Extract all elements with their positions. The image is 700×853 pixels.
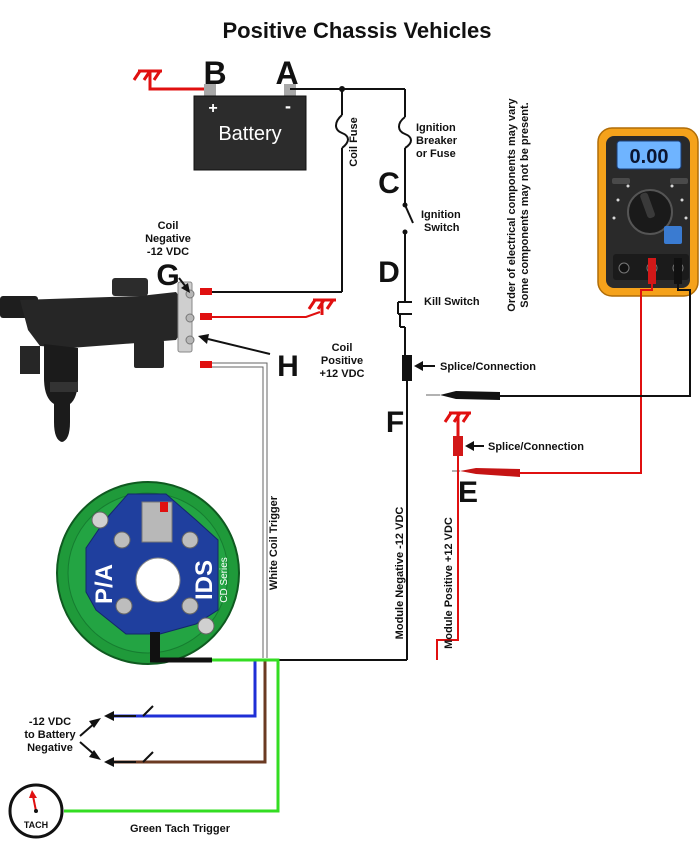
multimeter: 0.00 (597, 127, 699, 297)
module-model: IDS (191, 560, 218, 600)
battery: + - Battery (193, 84, 307, 171)
coil-positive-wire (212, 311, 321, 318)
arrow-g (178, 277, 190, 293)
arrow-h (198, 334, 271, 355)
note-line-2: Some components may not be present. (519, 102, 531, 307)
ignition-switch-label-2: Switch (424, 222, 460, 234)
letter-b: B (203, 55, 226, 91)
green-tach-label: Green Tach Trigger (130, 823, 231, 835)
ground-note-3: Negative (27, 742, 73, 754)
ground-switches (79, 705, 154, 767)
ground-symbol-coil (307, 298, 336, 315)
coil-positive-label-2: Positive (321, 355, 363, 367)
coil-positive-label-3: +12 VDC (320, 368, 365, 380)
note-line-1: Order of electrical components may vary (506, 97, 518, 311)
letter-d: D (378, 256, 400, 289)
module-positive-wire (436, 456, 459, 660)
kill-switch-label: Kill Switch (424, 296, 480, 308)
ground-note-1: -12 VDC (29, 716, 71, 728)
blue-wire (112, 658, 257, 718)
green-wire (64, 658, 280, 813)
splice-arrow-1 (414, 361, 435, 371)
ignition-coil (0, 278, 195, 442)
module-negative-label: Module Negative -12 VDC (394, 507, 406, 640)
multimeter-display: 0.00 (630, 146, 669, 168)
white-coil-trigger-wire (212, 362, 268, 658)
coil-negative-label-3: -12 VDC (147, 246, 189, 258)
letter-a: A (275, 55, 298, 91)
page-title: Positive Chassis Vehicles (222, 18, 491, 43)
ignition-breaker-label-3: or Fuse (416, 148, 456, 160)
tach-gauge (8, 783, 64, 839)
coil-fuse-label: Coil Fuse (348, 117, 360, 167)
meter-black-plug (674, 258, 682, 284)
ids-module (56, 481, 240, 665)
letter-c: C (378, 167, 400, 200)
battery-minus-sign: - (285, 96, 291, 116)
coil-positive-terminal-lead (200, 313, 212, 320)
splice-connection-black (402, 355, 412, 381)
switch-nodes (339, 86, 408, 235)
ground-note-2: to Battery (24, 729, 76, 741)
ground-symbol-e (443, 411, 471, 436)
letter-g: G (156, 259, 179, 292)
splice-arrow-2 (465, 441, 484, 451)
module-series: CD Series (219, 557, 230, 603)
module-brand: P/A (91, 564, 118, 604)
module-positive-label: Module Positive +12 VDC (443, 517, 455, 649)
coil-trigger-terminal-lead (200, 361, 212, 368)
coil-negative-label-1: Coil (158, 220, 179, 232)
kill-switch (397, 301, 412, 315)
letter-h: H (277, 350, 299, 383)
coil-negative-terminal-lead (200, 288, 212, 295)
white-coil-trigger-label: White Coil Trigger (268, 495, 280, 590)
splice-label-1: Splice/Connection (440, 361, 536, 373)
tach-label: TACH (24, 820, 48, 830)
ignition-breaker-label-1: Ignition (416, 122, 456, 134)
ground-symbol-b (132, 69, 204, 91)
splice-connection-red (453, 436, 463, 456)
battery-label: Battery (218, 123, 281, 145)
meter-red-plug (648, 258, 656, 284)
brown-wire (112, 658, 267, 764)
splice-label-2: Splice/Connection (488, 441, 584, 453)
ignition-switch-label-1: Ignition (421, 209, 461, 221)
black-probe-lead (426, 284, 691, 400)
battery-plus-sign: + (208, 100, 217, 117)
coil-negative-label-2: Negative (145, 233, 191, 245)
letter-e: E (458, 476, 478, 509)
letter-f: F (386, 406, 404, 439)
coil-positive-label-1: Coil (332, 342, 353, 354)
ignition-breaker-label-2: Breaker (416, 135, 458, 147)
